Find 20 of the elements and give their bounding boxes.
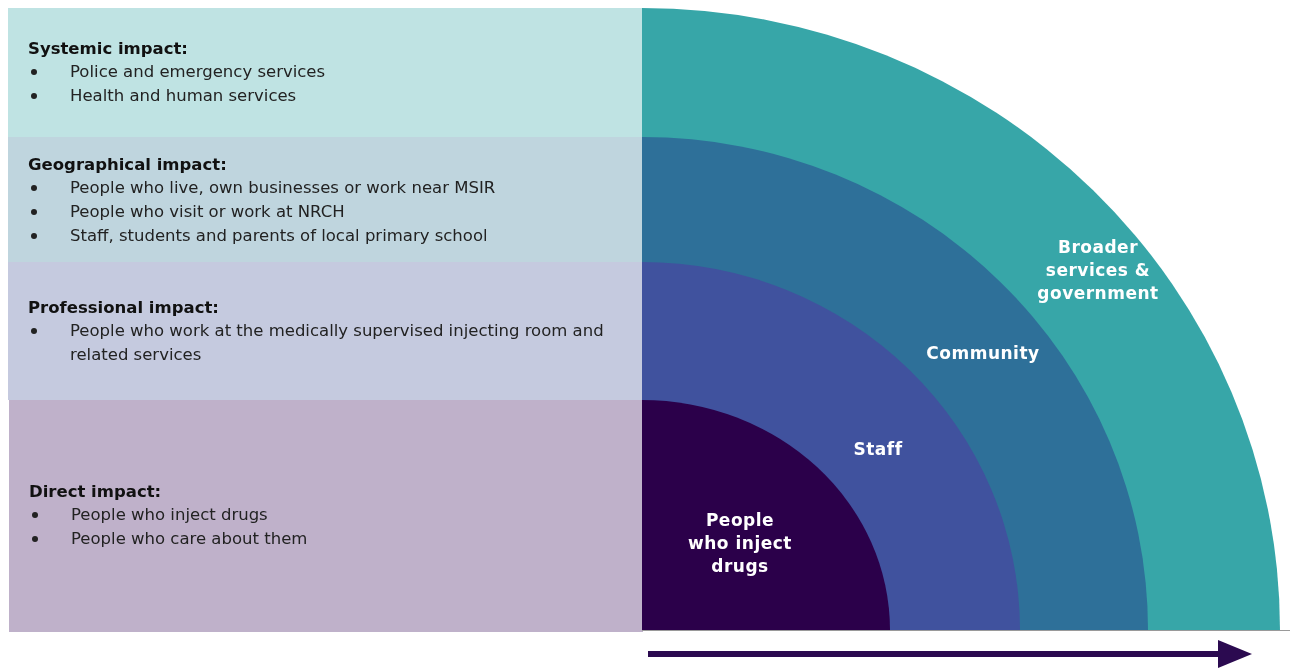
band-heading: Professional impact: xyxy=(28,297,220,319)
band-heading: Geographical impact: xyxy=(28,154,228,176)
impact-band xyxy=(8,137,642,262)
bullet-item: People who visit or work at NRCH xyxy=(70,202,345,221)
bullet-item: People who work at the medically supervised injecting room and related services xyxy=(70,321,604,364)
impact-band xyxy=(8,262,642,400)
band-heading: Direct impact: xyxy=(29,481,163,503)
bullet-item: Staff, students and parents of local primary school xyxy=(70,226,488,245)
ring-label: People who inject drugs xyxy=(687,508,793,578)
bullet-item: People who inject drugs xyxy=(71,505,268,524)
ring-label: Community xyxy=(925,341,1041,365)
ring-label: Staff xyxy=(852,437,904,461)
impact-band xyxy=(9,400,643,632)
bullet-item: Health and human services xyxy=(70,86,297,105)
bullet-item: People who care about them xyxy=(71,529,308,548)
bullet-item: People who live, own businesses or work near MSIR xyxy=(70,178,496,197)
ring-label: Broader services & government xyxy=(1036,235,1160,305)
bullet-item: Police and emergency services xyxy=(70,62,326,81)
impact-band xyxy=(8,8,642,137)
band-heading: Systemic impact: xyxy=(28,38,189,60)
